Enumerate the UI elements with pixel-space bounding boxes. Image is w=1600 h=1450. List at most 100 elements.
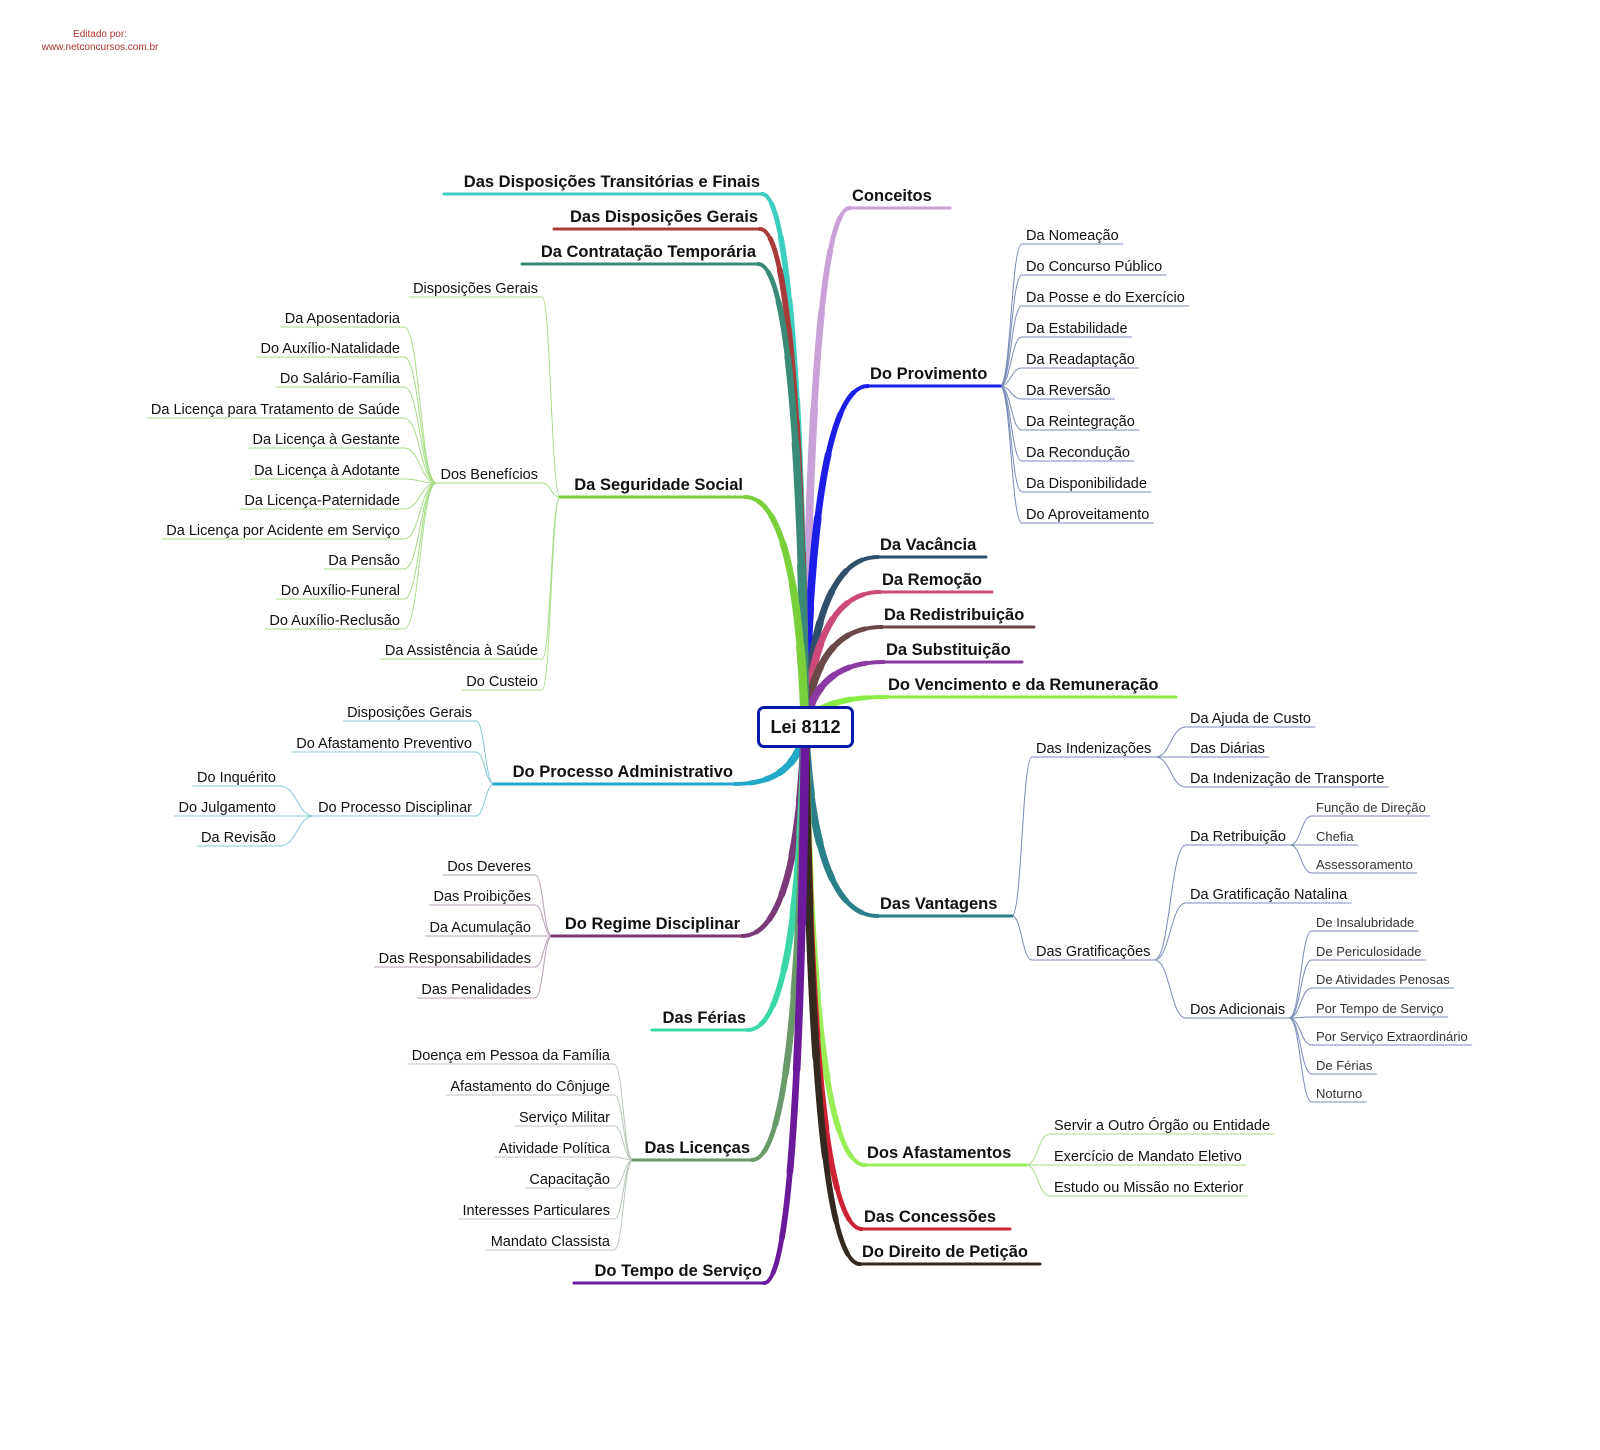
branch-label-das-licencas[interactable]: Das Licenças	[645, 1139, 750, 1157]
seguridade-disposicoes-gerais-connector	[541, 296, 561, 498]
beneficio-do-auxilio-reclusao[interactable]: Do Auxílio-Reclusão	[269, 613, 400, 629]
branch-label-da-substituicao[interactable]: Da Substituição	[886, 641, 1011, 659]
branch-label-das-disposicoes-transitorias-e-finais[interactable]: Das Disposições Transitórias e Finais	[464, 173, 760, 191]
beneficio-da-licenca-a-adotante-connector	[403, 478, 437, 484]
beneficio-da-aposentadoria[interactable]: Da Aposentadoria	[285, 311, 401, 327]
provimento-item-da-reconducao[interactable]: Da Recondução	[1026, 445, 1130, 461]
processo-disciplinar[interactable]: Do Processo Disciplinar	[318, 800, 472, 816]
beneficio-da-licenca-a-adotante[interactable]: Da Licença à Adotante	[254, 463, 400, 479]
provimento-item-do-aproveitamento[interactable]: Do Aproveitamento	[1026, 507, 1149, 523]
adicional-de-ferias[interactable]: De Férias	[1316, 1058, 1373, 1073]
gratificacao-natalina[interactable]: Da Gratificação Natalina	[1190, 887, 1348, 903]
beneficio-da-licenca-para-tratamento-de-saude[interactable]: Da Licença para Tratamento de Saúde	[151, 402, 400, 418]
vantagens-indenizacoes[interactable]: Das Indenizações	[1036, 741, 1151, 757]
seguridade-beneficios[interactable]: Dos Benefícios	[440, 467, 538, 483]
branch-label-conceitos[interactable]: Conceitos	[852, 187, 932, 205]
branch-label-do-regime-disciplinar[interactable]: Do Regime Disciplinar	[565, 915, 741, 933]
licenca-afastamento-do-conjuge[interactable]: Afastamento do Cônjuge	[450, 1079, 610, 1095]
branch-da-redistribuicao-segment	[862, 625, 884, 631]
branch-label-das-concessoes[interactable]: Das Concessões	[864, 1208, 996, 1226]
adicional-noturno-connector	[1288, 1017, 1313, 1103]
branch-label-do-tempo-de-servico[interactable]: Do Tempo de Serviço	[595, 1262, 762, 1280]
indenizacao-da-ajuda-de-custo[interactable]: Da Ajuda de Custo	[1190, 711, 1311, 727]
branch-label-da-remocao[interactable]: Da Remoção	[882, 571, 982, 589]
provimento-item-do-concurso-publico[interactable]: Do Concurso Público	[1026, 259, 1162, 275]
adicional-por-tempo-de-servico[interactable]: Por Tempo de Serviço	[1316, 1001, 1444, 1016]
afastamento-estudo-ou-missao-no-exterior[interactable]: Estudo ou Missão no Exterior	[1054, 1180, 1244, 1196]
branch-label-das-ferias[interactable]: Das Férias	[663, 1009, 746, 1027]
disciplinar-do-julgamento[interactable]: Do Julgamento	[178, 800, 276, 816]
branch-label-da-redistribuicao[interactable]: Da Redistribuição	[884, 606, 1024, 624]
afastamento-exercicio-de-mandato-eletivo[interactable]: Exercício de Mandato Eletivo	[1054, 1149, 1242, 1165]
provimento-item-da-reversao[interactable]: Da Reversão	[1026, 383, 1111, 399]
branch-da-contratacao-temporaria-segment	[775, 298, 791, 360]
licenca-servico-militar[interactable]: Serviço Militar	[519, 1110, 610, 1126]
gratificacao-retribuicao[interactable]: Da Retribuição	[1190, 829, 1286, 845]
branch-label-do-processo-administrativo[interactable]: Do Processo Administrativo	[513, 763, 733, 781]
adicional-noturno[interactable]: Noturno	[1316, 1086, 1362, 1101]
provimento-item-da-posse-e-do-exercicio[interactable]: Da Posse e do Exercício	[1026, 290, 1185, 306]
adicional-por-servico-extraordinario-connector	[1288, 1017, 1313, 1046]
beneficio-do-auxilio-natalidade[interactable]: Do Auxílio-Natalidade	[261, 341, 400, 357]
root-node[interactable]: Lei 8112	[757, 706, 854, 748]
gratificacao-adicionais[interactable]: Dos Adicionais	[1190, 1002, 1285, 1018]
provimento-item-da-disponibilidade[interactable]: Da Disponibilidade	[1026, 476, 1147, 492]
licenca-interesses-particulares[interactable]: Interesses Particulares	[463, 1203, 610, 1219]
branch-label-dos-afastamentos[interactable]: Dos Afastamentos	[867, 1144, 1011, 1162]
seguridade-assistencia[interactable]: Da Assistência à Saúde	[385, 643, 538, 659]
retribuicao-assessoramento-connector	[1289, 844, 1313, 874]
regime-das-penalidades[interactable]: Das Penalidades	[421, 982, 531, 998]
disciplinar-da-revisao[interactable]: Da Revisão	[201, 830, 276, 846]
afastamento-servir-a-outro-orgao-ou-entidade[interactable]: Servir a Outro Órgão ou Entidade	[1054, 1117, 1270, 1134]
beneficio-da-licenca-paternidade[interactable]: Da Licença-Paternidade	[244, 493, 400, 509]
regime-das-responsabilidades[interactable]: Das Responsabilidades	[379, 951, 531, 967]
beneficio-do-auxilio-funeral[interactable]: Do Auxílio-Funeral	[281, 583, 400, 599]
seguridade-custeio[interactable]: Do Custeio	[466, 674, 538, 690]
indenizacao-das-diarias[interactable]: Das Diárias	[1190, 741, 1265, 757]
branch-label-das-vantagens[interactable]: Das Vantagens	[880, 895, 997, 913]
beneficio-da-pensao[interactable]: Da Pensão	[328, 553, 400, 569]
licenca-capacitacao[interactable]: Capacitação	[529, 1172, 610, 1188]
retribuicao-funcao-de-direcao[interactable]: Função de Direção	[1316, 800, 1426, 815]
processo-afastamento-preventivo[interactable]: Do Afastamento Preventivo	[296, 736, 472, 752]
branch-label-do-vencimento-e-da-remuneracao[interactable]: Do Vencimento e da Remuneração	[888, 676, 1159, 694]
branch-label-da-seguridade-social[interactable]: Da Seguridade Social	[574, 476, 743, 494]
licenca-doenca-em-pessoa-da-familia[interactable]: Doença em Pessoa da Família	[412, 1048, 611, 1064]
beneficio-da-licenca-por-acidente-em-servico[interactable]: Da Licença por Acidente em Serviço	[166, 523, 400, 539]
retribuicao-assessoramento[interactable]: Assessoramento	[1316, 857, 1413, 872]
provimento-item-da-reintegracao[interactable]: Da Reintegração	[1026, 414, 1135, 430]
adicional-por-servico-extraordinario[interactable]: Por Serviço Extraordinário	[1316, 1029, 1468, 1044]
provimento-item-da-readaptacao[interactable]: Da Readaptação	[1026, 352, 1135, 368]
seguridade-assistencia-connector	[541, 496, 561, 660]
vantagens-gratificacoes[interactable]: Das Gratificações	[1036, 944, 1150, 960]
editor-credit-label: Editado por:	[73, 29, 127, 40]
disciplinar-do-inquerito[interactable]: Do Inquérito	[197, 770, 276, 786]
provimento-item-da-estabilidade[interactable]: Da Estabilidade	[1026, 321, 1128, 337]
retribuicao-chefia[interactable]: Chefia	[1316, 829, 1354, 844]
processo-disposicoes-gerais[interactable]: Disposições Gerais	[347, 705, 472, 721]
branch-label-da-contratacao-temporaria[interactable]: Da Contratação Temporária	[541, 243, 757, 261]
branch-das-vantagens-segment	[843, 898, 865, 915]
indenizacao-da-indenizacao-de-transporte[interactable]: Da Indenização de Transporte	[1190, 771, 1384, 787]
branch-label-do-provimento[interactable]: Do Provimento	[870, 365, 987, 383]
afastamento-servir-a-outro-orgao-ou-entidade-connector	[1025, 1133, 1051, 1166]
seguridade-disposicoes-gerais[interactable]: Disposições Gerais	[413, 281, 538, 297]
adicional-de-insalubridade[interactable]: De Insalubridade	[1316, 915, 1414, 930]
branch-label-do-direito-de-peticao[interactable]: Do Direito de Petição	[862, 1243, 1028, 1261]
adicional-de-periculosidade[interactable]: De Periculosidade	[1316, 944, 1422, 959]
regime-das-proibicoes[interactable]: Das Proibições	[433, 889, 531, 905]
provimento-item-da-nomeacao[interactable]: Da Nomeação	[1026, 228, 1119, 244]
regime-dos-deveres[interactable]: Dos Deveres	[447, 859, 531, 875]
regime-da-acumulacao[interactable]: Da Acumulação	[429, 920, 531, 936]
beneficio-da-licenca-a-gestante[interactable]: Da Licença à Gestante	[252, 432, 400, 448]
branch-label-das-disposicoes-gerais[interactable]: Das Disposições Gerais	[570, 208, 758, 226]
licenca-atividade-politica[interactable]: Atividade Política	[499, 1141, 611, 1157]
afastamento-estudo-ou-missao-no-exterior-connector	[1025, 1164, 1051, 1197]
licenca-mandato-classista[interactable]: Mandato Classista	[491, 1234, 611, 1250]
beneficio-do-salario-familia[interactable]: Do Salário-Família	[280, 371, 401, 387]
branch-das-vantagens-segment	[859, 910, 880, 918]
adicional-de-atividades-penosas[interactable]: De Atividades Penosas	[1316, 972, 1450, 987]
branch-label-da-vacancia[interactable]: Da Vacância	[880, 536, 977, 554]
branch-da-seguridade-social-segment	[788, 582, 805, 651]
branch-das-disposicoes-gerais-segment	[767, 235, 783, 273]
